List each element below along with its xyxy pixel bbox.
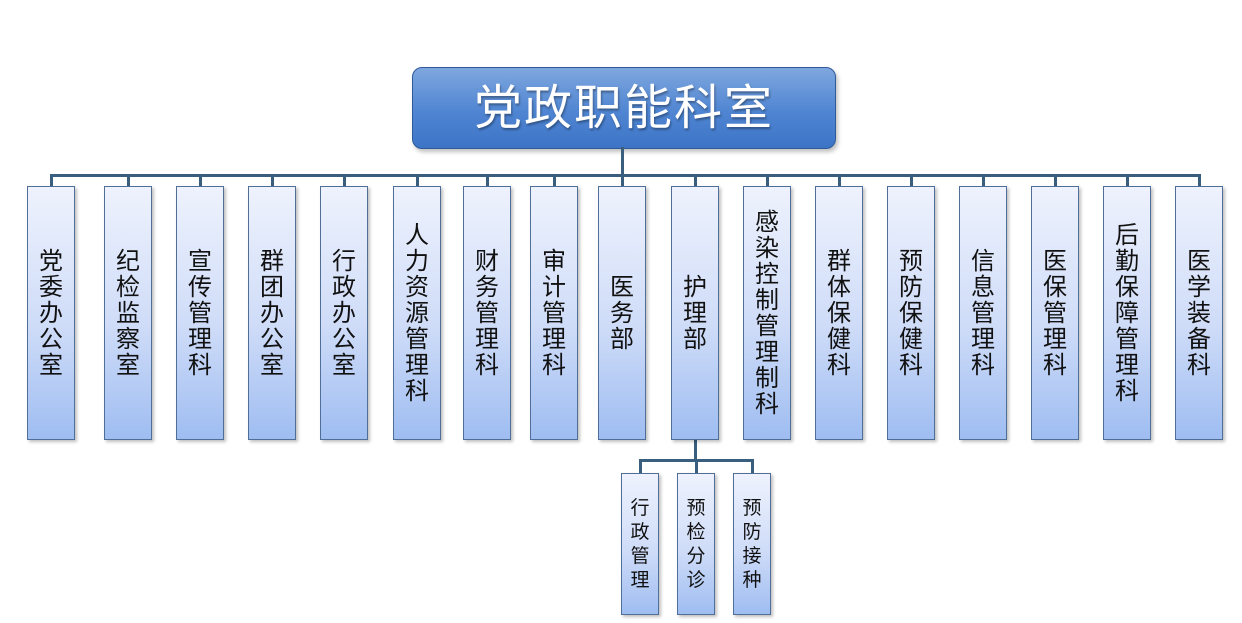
department-label: 党委办公室 <box>39 247 63 379</box>
department-label: 护理部 <box>683 273 707 353</box>
sub-department-label: 预检分诊 <box>686 497 706 591</box>
connector-drop <box>553 174 556 187</box>
sub-department-label: 预防接种 <box>742 497 762 591</box>
connector-sub-drop <box>751 459 754 474</box>
department-box: 后勤保障管理科 <box>1103 186 1151 440</box>
department-label: 财务管理科 <box>475 247 499 379</box>
department-box: 医务部 <box>598 186 646 440</box>
department-label: 后勤保障管理科 <box>1115 221 1139 405</box>
department-box: 人力资源管理科 <box>393 186 441 440</box>
department-label: 宣传管理科 <box>188 247 212 379</box>
connector-drop <box>838 174 841 187</box>
connector-drop <box>910 174 913 187</box>
connector-drop <box>982 174 985 187</box>
department-label: 医务部 <box>610 273 634 353</box>
department-box: 审计管理科 <box>530 186 578 440</box>
department-box: 感染控制管理制科 <box>743 186 791 440</box>
department-label: 感染控制管理制科 <box>755 208 779 418</box>
department-box: 医学装备科 <box>1175 186 1223 440</box>
department-box: 群体保健科 <box>815 186 863 440</box>
connector-drop <box>1054 174 1057 187</box>
department-box: 护理部 <box>671 186 719 440</box>
department-label: 纪检监察室 <box>116 247 140 379</box>
connector-drop <box>1198 174 1201 187</box>
department-box: 宣传管理科 <box>176 186 224 440</box>
connector-drop <box>486 174 489 187</box>
department-box: 行政办公室 <box>320 186 368 440</box>
department-label: 医保管理科 <box>1043 247 1067 379</box>
connector-sub-drop <box>695 459 698 474</box>
department-box: 医保管理科 <box>1031 186 1079 440</box>
connector-drop <box>416 174 419 187</box>
sub-department-box: 行政管理 <box>621 473 659 615</box>
department-box: 党委办公室 <box>27 186 75 440</box>
department-box: 预防保健科 <box>887 186 935 440</box>
connector-bus <box>50 174 1201 177</box>
department-label: 群团办公室 <box>260 247 284 379</box>
connector-sub-drop <box>639 459 642 474</box>
sub-department-label: 行政管理 <box>630 497 650 591</box>
department-box: 群团办公室 <box>248 186 296 440</box>
department-label: 审计管理科 <box>542 247 566 379</box>
root-node: 党政职能科室 <box>412 67 836 149</box>
department-label: 医学装备科 <box>1187 247 1211 379</box>
connector-drop <box>271 174 274 187</box>
department-label: 预防保健科 <box>899 247 923 379</box>
connector-drop <box>199 174 202 187</box>
connector-drop <box>127 174 130 187</box>
sub-department-box: 预检分诊 <box>677 473 715 615</box>
department-box: 信息管理科 <box>959 186 1007 440</box>
connector-drop <box>766 174 769 187</box>
department-label: 行政办公室 <box>332 247 356 379</box>
connector-trunk <box>621 147 624 175</box>
department-label: 人力资源管理科 <box>405 221 429 405</box>
connector-drop <box>621 174 624 187</box>
department-label: 信息管理科 <box>971 247 995 379</box>
connector-drop <box>343 174 346 187</box>
connector-drop <box>1126 174 1129 187</box>
sub-department-box: 预防接种 <box>733 473 771 615</box>
department-label: 群体保健科 <box>827 247 851 379</box>
connector-sub-trunk <box>694 440 697 460</box>
department-box: 财务管理科 <box>463 186 511 440</box>
department-box: 纪检监察室 <box>104 186 152 440</box>
connector-drop <box>50 174 53 187</box>
connector-drop <box>694 174 697 187</box>
